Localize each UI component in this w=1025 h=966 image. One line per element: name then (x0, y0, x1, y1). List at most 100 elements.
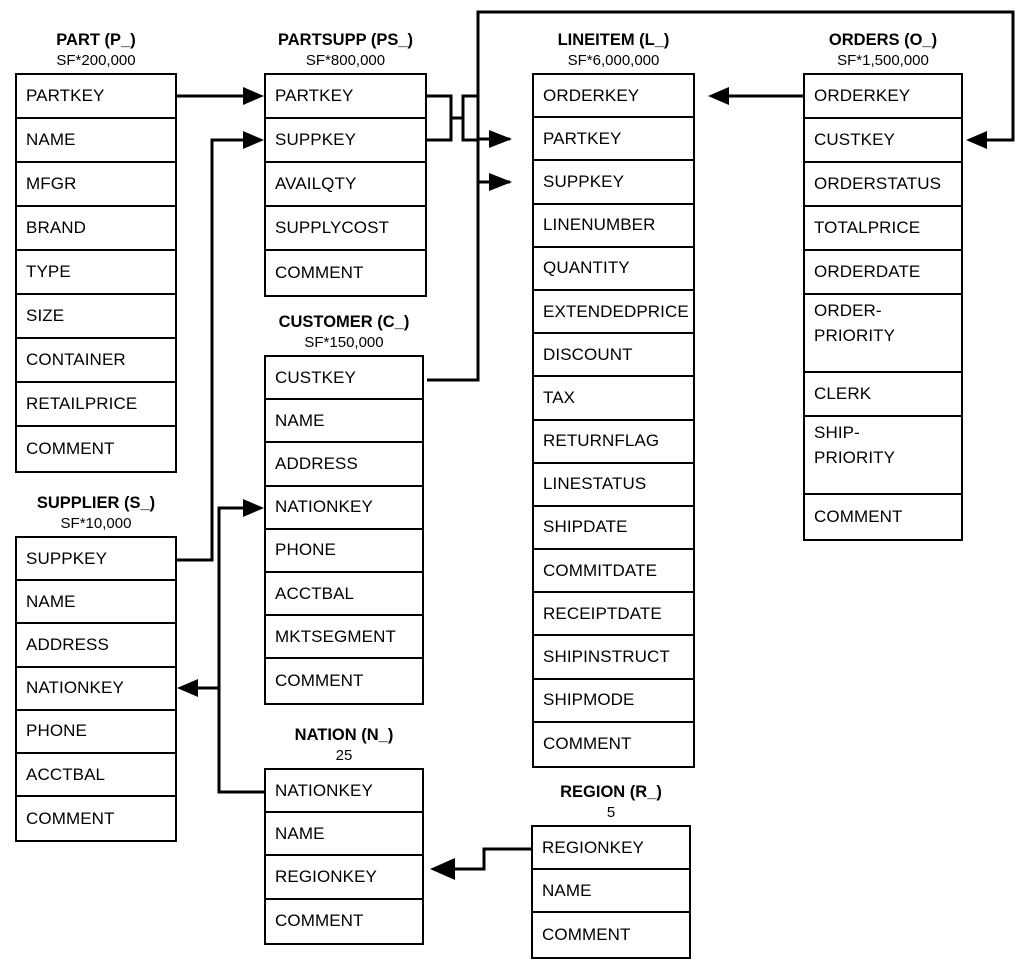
field-row: CUSTKEY (266, 357, 422, 401)
field-label: ACCTBAL (275, 583, 355, 603)
field-row: RETURNFLAG (534, 421, 693, 464)
field-row: NAME (17, 581, 175, 625)
field-row: COMMENT (17, 427, 175, 471)
field-label: REGIONKEY (275, 866, 377, 886)
field-row: ACCTBAL (266, 573, 422, 617)
connector-nation-to-customer-supplier (177, 499, 264, 794)
field-label: ORDERKEY (543, 85, 640, 105)
field-row: NAME (17, 119, 175, 163)
field-row: CLERK (805, 373, 961, 417)
entity-nation-title: NATION (N_) (294, 726, 394, 744)
field-label: MFGR (26, 174, 77, 193)
field-row: ORDERKEY (805, 75, 961, 119)
field-row: SUPPKEY (17, 538, 175, 582)
field-row: SHIPDATE (534, 507, 693, 551)
field-label: COMMENT (26, 808, 115, 828)
entity-supplier-cardinality: SF*10,000 (60, 515, 132, 532)
field-row: EXTENDEDPRICE (534, 291, 693, 335)
field-row: NAME (266, 400, 422, 444)
field-label: SHIPINSTRUCT (543, 647, 670, 667)
field-row: REGIONKEY (266, 856, 422, 900)
field-row: MFGR (17, 163, 175, 207)
field-label: EXTENDEDPRICE (543, 301, 689, 321)
entity-region-title: REGION (R_) (560, 783, 662, 801)
field-label: COMMENT (542, 924, 631, 944)
field-label: ADDRESS (275, 453, 358, 473)
field-label: NAME (26, 130, 76, 149)
field-row: RETAILPRICE (17, 383, 175, 427)
field-label: SIZE (26, 306, 65, 325)
entity-partsupp-title: PARTSUPP (PS_) (277, 31, 414, 49)
entity-part-title: PART (P_) (56, 31, 136, 49)
connector-region-to-nation (430, 847, 531, 880)
field-row: ADDRESS (17, 624, 175, 668)
field-row: NATIONKEY (17, 668, 175, 711)
field-label: AVAILQTY (275, 174, 357, 193)
field-label: PARTKEY (275, 86, 354, 105)
field-label: SUPPKEY (543, 171, 625, 191)
field-row: NATIONKEY (266, 487, 422, 530)
field-label: NATIONKEY (26, 678, 124, 698)
field-row: COMMENT (266, 900, 422, 943)
field-row: PARTKEY (17, 75, 175, 119)
field-row: REGIONKEY (533, 827, 689, 871)
field-label: CUSTKEY (275, 367, 356, 387)
field-label: SUPPKEY (26, 548, 108, 568)
entity-partsupp-cardinality: SF*800,000 (305, 52, 386, 69)
field-row: COMMENT (266, 251, 425, 295)
field-label: COMMENT (543, 734, 632, 754)
field-row: ORDERKEY (534, 75, 693, 119)
field-label: DISCOUNT (543, 344, 633, 364)
field-label: NAME (542, 880, 592, 900)
field-row: CUSTKEY (805, 119, 961, 163)
field-label: TAX (543, 387, 576, 407)
field-label: PARTKEY (26, 86, 105, 105)
entity-customer-title: CUSTOMER (C_) (278, 313, 410, 331)
field-label: RETURNFLAG (543, 431, 660, 451)
entity-region-fields: REGIONKEY NAME COMMENT (531, 825, 691, 959)
field-row: TOTALPRICE (805, 207, 961, 251)
field-row: QUANTITY (534, 248, 693, 291)
field-label: SUPPKEY (275, 130, 357, 149)
field-row: LINENUMBER (534, 205, 693, 248)
entity-orders-cardinality: SF*1,500,000 (837, 52, 929, 69)
connector-supplier-to-partsupp (177, 131, 264, 562)
field-row: RECEIPTDATE (534, 593, 693, 637)
field-label: LINESTATUS (543, 474, 647, 494)
field-row: SUPPKEY (266, 119, 425, 163)
field-row: DISCOUNT (534, 334, 693, 378)
field-label: PRIORITY (814, 448, 896, 467)
field-label: PHONE (26, 721, 87, 741)
entity-orders-title: ORDERS (O_) (828, 31, 938, 49)
field-label: ORDERKEY (814, 86, 911, 105)
entity-customer-cardinality: SF*150,000 (304, 334, 384, 351)
entity-orders: ORDERS (O_) SF*1,500,000 ORDERKEY CUSTKEY… (803, 30, 963, 541)
field-row: COMMENT (533, 913, 689, 956)
field-row: SHIPMODE (534, 680, 693, 723)
field-label: NAME (26, 591, 76, 611)
field-label: COMMENT (26, 439, 115, 458)
field-label: NAME (275, 410, 325, 430)
entity-lineitem-title: LINEITEM (L_) (557, 31, 670, 49)
field-label: TOTALPRICE (814, 218, 921, 237)
field-row: PHONE (266, 530, 422, 573)
field-label: CUSTKEY (814, 130, 895, 149)
field-label: QUANTITY (543, 258, 630, 278)
field-row: BRAND (17, 207, 175, 251)
entity-lineitem-cardinality: SF*6,000,000 (567, 52, 660, 69)
field-row: PARTKEY (534, 118, 693, 162)
field-row: COMMENT (534, 723, 693, 766)
field-row: COMMENT (805, 495, 961, 539)
field-label: PARTKEY (543, 128, 622, 148)
entity-customer: CUSTOMER (C_) SF*150,000 CUSTKEY NAME ADDR… (264, 312, 424, 705)
field-label: LINENUMBER (543, 215, 656, 235)
field-label: ADDRESS (26, 634, 109, 654)
field-label: COMMENT (814, 507, 903, 526)
field-label: MKTSEGMENT (275, 626, 396, 646)
